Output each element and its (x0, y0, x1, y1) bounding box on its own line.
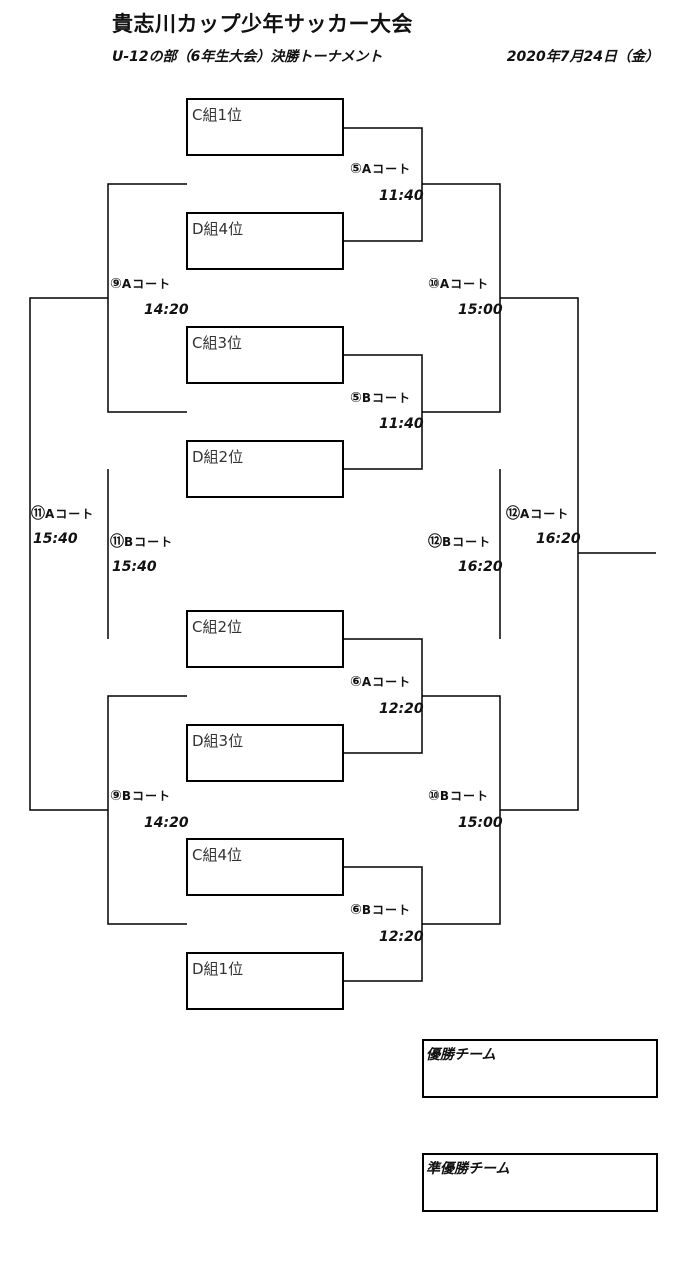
runner-up-label: 準優勝チーム (426, 1161, 510, 1177)
bracket-line-11a (29, 297, 108, 811)
court-name: Bコート (124, 535, 174, 549)
match-10b-court: ⑩Bコート (428, 787, 489, 804)
match-10a-time: 15:00 (458, 302, 503, 318)
match-11b-time: 15:40 (112, 559, 157, 575)
bracket-line-10b (422, 695, 501, 925)
match-11a-court: ⑪Aコート (31, 503, 94, 523)
match-number: ⑩ (428, 788, 440, 804)
winner-label: 優勝チーム (426, 1047, 496, 1063)
team-label: C組3位 (192, 334, 243, 352)
match-12b-time: 16:20 (458, 559, 503, 575)
court-name: Aコート (45, 507, 95, 521)
page-title: 貴志川カップ少年サッカー大会 (112, 12, 413, 36)
match-5b-court: ⑤Bコート (350, 389, 411, 406)
match-number: ⑨ (110, 788, 122, 804)
match-5a-court: ⑤Aコート (350, 160, 411, 177)
match-10a-court: ⑩Aコート (428, 275, 489, 292)
match-number: ⑪ (110, 534, 124, 550)
match-6a-court: ⑥Aコート (350, 673, 411, 690)
match-9a-court: ⑨Aコート (110, 275, 171, 292)
match-6a-time: 12:20 (379, 701, 424, 717)
team-label: C組2位 (192, 618, 243, 636)
court-name: Aコート (520, 507, 570, 521)
bracket-line-12a (500, 297, 579, 811)
match-12b-court: ⑫Bコート (428, 531, 491, 551)
bracket-line-6b (344, 866, 423, 982)
match-5a-time: 11:40 (379, 188, 424, 204)
match-5b-time: 11:40 (379, 416, 424, 432)
match-9b-court: ⑨Bコート (110, 787, 171, 804)
match-number: ⑨ (110, 276, 122, 292)
team-box-c3: C組3位 (186, 326, 344, 384)
match-10b-time: 15:00 (458, 815, 503, 831)
team-box-c4: C組4位 (186, 838, 344, 896)
court-name: Bコート (439, 789, 490, 803)
team-box-c2: C組2位 (186, 610, 344, 668)
team-box-d2: D組2位 (186, 440, 344, 498)
match-number: ⑫ (506, 506, 520, 522)
team-box-c1: C組1位 (186, 98, 344, 156)
team-box-d4: D組4位 (186, 212, 344, 270)
team-box-d1: D組1位 (186, 952, 344, 1010)
match-9b-time: 14:20 (144, 815, 189, 831)
page-subtitle: U-12の部（6年生大会）決勝トーナメント (112, 49, 383, 65)
match-6b-court: ⑥Bコート (350, 901, 411, 918)
match-number: ⑪ (31, 506, 45, 522)
team-label: D組3位 (192, 732, 244, 750)
bracket-line-9b (107, 695, 187, 925)
court-name: Bコート (361, 903, 412, 917)
match-number: ⑤ (350, 390, 362, 406)
match-11b-court: ⑪Bコート (110, 531, 173, 551)
runner-up-box: 準優勝チーム (422, 1153, 658, 1212)
team-label: C組4位 (192, 846, 243, 864)
match-number: ⑥ (350, 674, 362, 690)
match-6b-time: 12:20 (379, 929, 424, 945)
team-label: C組1位 (192, 106, 243, 124)
match-11a-time: 15:40 (33, 531, 78, 547)
court-name: Bコート (442, 535, 492, 549)
bracket-line-6a (344, 638, 423, 754)
court-name: Aコート (361, 675, 412, 689)
team-label: D組4位 (192, 220, 244, 238)
match-12a-time: 16:20 (536, 531, 581, 547)
court-name: Aコート (439, 277, 490, 291)
bracket-line-9a (107, 183, 187, 413)
bracket-line-10a (422, 183, 501, 413)
match-12a-court: ⑫Aコート (506, 503, 569, 523)
team-box-d3: D組3位 (186, 724, 344, 782)
match-number: ⑥ (350, 902, 362, 918)
team-label: D組1位 (192, 960, 244, 978)
court-name: Aコート (121, 277, 172, 291)
match-number: ⑫ (428, 534, 442, 550)
event-date: 2020年7月24日（金） (506, 49, 659, 65)
court-name: Bコート (121, 789, 172, 803)
team-label: D組2位 (192, 448, 244, 466)
court-name: Bコート (361, 391, 412, 405)
match-9a-time: 14:20 (144, 302, 189, 318)
bracket-line-5b (344, 354, 423, 470)
match-number: ⑤ (350, 161, 362, 177)
court-name: Aコート (361, 162, 412, 176)
match-number: ⑩ (428, 276, 440, 292)
bracket-line-5a (344, 127, 423, 242)
winner-box: 優勝チーム (422, 1039, 658, 1098)
